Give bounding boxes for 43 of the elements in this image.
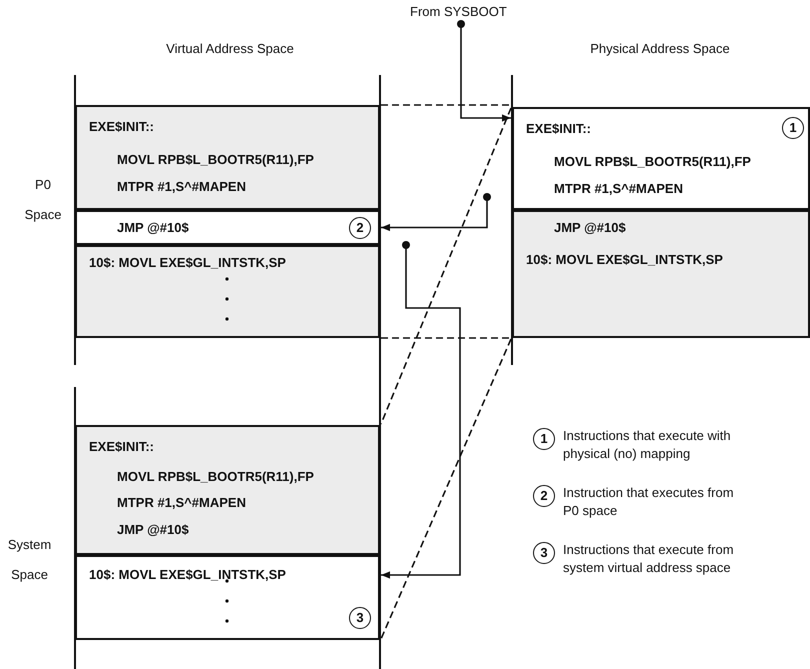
- region-label: P0 Space: [24, 176, 62, 224]
- memory-region: [75, 210, 380, 245]
- arrow: [457, 20, 511, 122]
- memory-region: [75, 555, 380, 640]
- callout-number: 1: [533, 428, 555, 450]
- memory-region: [512, 107, 810, 210]
- code-line: JMP @#10$: [117, 522, 189, 538]
- mapping-line: [380, 338, 512, 640]
- code-line: 10$: MOVL EXE$GL_INTSTK,SP: [89, 567, 286, 583]
- column-heading: Virtual Address Space: [165, 40, 295, 58]
- callout-number: 1: [782, 117, 804, 139]
- code-line: JMP @#10$: [554, 220, 626, 236]
- callout-number: 3: [533, 542, 555, 564]
- column-heading: Physical Address Space: [589, 40, 731, 58]
- arrow: [381, 193, 491, 232]
- mapping-line: [381, 337, 511, 339]
- memory-region: [75, 245, 380, 338]
- legend-text: Instruction that executes from P0 space: [563, 484, 735, 520]
- legend-text: Instructions that execute with physical (no) mapping: [563, 427, 732, 463]
- arrow: [381, 241, 461, 579]
- legend-text: Instructions that execute from system virtual address space: [563, 541, 735, 577]
- code-line: 10$: MOVL EXE$GL_INTSTK,SP: [89, 255, 286, 271]
- callout-number: 2: [349, 217, 371, 239]
- code-line: MTPR #1,S^#MAPEN: [117, 495, 246, 511]
- callout-number: 2: [533, 485, 555, 507]
- memory-region: [75, 105, 380, 210]
- code-line: MOVL RPB$L_BOOTR5(R11),FP: [554, 154, 751, 170]
- mapping-line: [380, 108, 512, 424]
- memory-region: [512, 210, 810, 338]
- callout-number: 3: [349, 607, 371, 629]
- code-line: 10$: MOVL EXE$GL_INTSTK,SP: [526, 252, 723, 268]
- code-line: MOVL RPB$L_BOOTR5(R11),FP: [117, 152, 314, 168]
- code-line: EXE$INIT::: [89, 119, 154, 135]
- code-line: MOVL RPB$L_BOOTR5(R11),FP: [117, 469, 314, 485]
- code-line: EXE$INIT::: [89, 439, 154, 455]
- memory-region: [75, 425, 380, 555]
- code-line: MTPR #1,S^#MAPEN: [554, 181, 683, 197]
- code-line: JMP @#10$: [117, 220, 189, 236]
- code-line: EXE$INIT::: [526, 121, 592, 137]
- source-label: From SYSBOOT: [410, 3, 507, 21]
- code-line: MTPR #1,S^#MAPEN: [117, 179, 246, 195]
- region-label: System Space: [6, 536, 52, 584]
- mapping-line: [381, 104, 511, 106]
